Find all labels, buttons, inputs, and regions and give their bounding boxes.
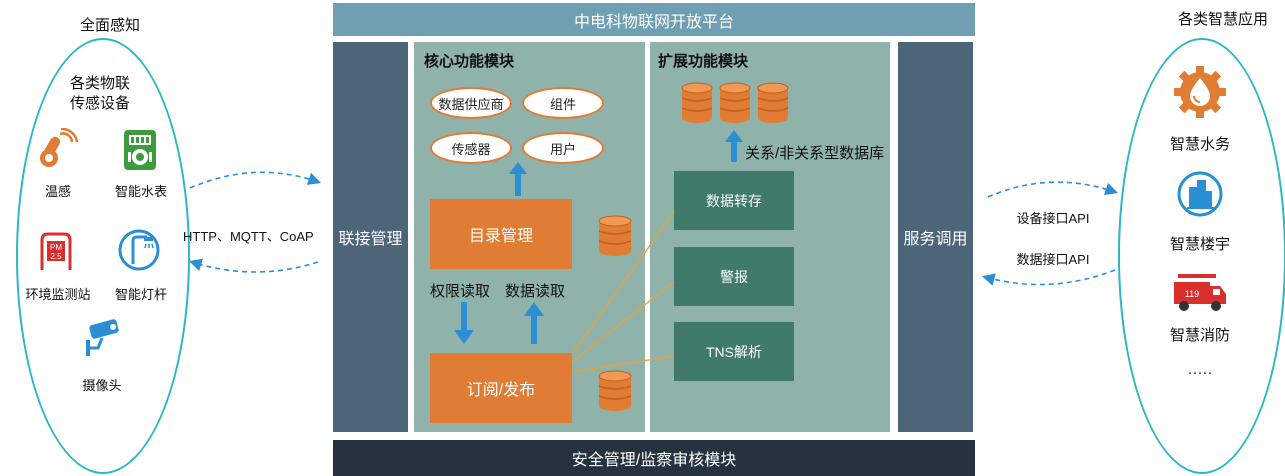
- device-label-temp: 温感: [44, 184, 71, 199]
- truck-number: 119: [1185, 289, 1199, 299]
- camera-icon: [86, 319, 119, 356]
- subscribe-publish-box: 订阅/发布: [430, 353, 572, 423]
- oval-data-supplier: 数据供应商: [430, 87, 512, 119]
- water-meter-icon: [124, 130, 156, 170]
- alarm-box: 警报: [674, 247, 794, 306]
- left-device-ellipse: [16, 38, 190, 474]
- right-heading: 各类智慧应用: [1177, 11, 1268, 28]
- street-light-icon: [118, 229, 160, 271]
- pm-badge-line2: 2.5: [50, 252, 62, 261]
- data-read-label: 数据读取: [505, 283, 566, 300]
- device-label-street-light: 智能灯杆: [114, 287, 167, 302]
- left-heading: 全面感知: [79, 17, 140, 34]
- database-icon: [598, 370, 632, 411]
- permission-read-label: 权限读取: [430, 283, 491, 300]
- device-label-env-station: 环境监测站: [25, 287, 91, 302]
- building-icon: [1177, 171, 1223, 217]
- left-group-title-2: 传感设备: [69, 95, 130, 112]
- service-call-column: 服务调用: [898, 42, 973, 432]
- app-label-fire: 智慧消防: [1169, 327, 1230, 344]
- oval-component: 组件: [522, 87, 604, 119]
- link-management-column: 联接管理: [333, 42, 408, 432]
- oval-user: 用户: [522, 132, 604, 164]
- database-icon: [598, 215, 632, 256]
- air-monitor-icon: PM 2.5: [40, 232, 72, 270]
- protocol-label: HTTP、MQTT、CoAP: [183, 229, 314, 244]
- extension-module-title: 扩展功能模块: [658, 53, 749, 70]
- down-arrow-icon: [454, 302, 474, 344]
- app-label-building: 智慧楼宇: [1169, 236, 1230, 253]
- core-module-title: 核心功能模块: [424, 53, 515, 70]
- thermometer-icon: [40, 128, 78, 167]
- right-dashed-arrow-to-apps: [987, 181, 1119, 198]
- water-service-icon: [1174, 66, 1226, 118]
- up-arrow-icon: [509, 162, 527, 196]
- more-apps-ellipsis: ·····: [1187, 364, 1213, 381]
- platform-title-bar: 中电科物联网开放平台: [333, 3, 975, 36]
- relational-db-label: 关系/非关系型数据库: [745, 145, 885, 162]
- pm-badge-line1: PM: [50, 243, 62, 252]
- device-label-camera: 摄像头: [82, 378, 122, 393]
- up-arrow-icon: [524, 302, 544, 344]
- tns-parse-box: TNS解析: [674, 322, 794, 381]
- fire-truck-icon: 119: [1174, 274, 1226, 311]
- up-arrow-icon: [725, 130, 743, 162]
- device-label-water-meter: 智能水表: [114, 184, 167, 199]
- right-dashed-arrow-to-platform: [981, 269, 1116, 286]
- data-api-label: 数据接口API: [1016, 252, 1090, 267]
- database-group-icon: [681, 82, 789, 123]
- security-audit-bar: 安全管理/监察审核模块: [333, 440, 975, 476]
- data-dump-box: 数据转存: [674, 171, 794, 230]
- oval-sensor: 传感器: [430, 132, 512, 164]
- app-label-water: 智慧水务: [1169, 136, 1230, 153]
- left-dashed-arrow-to-platform: [189, 171, 322, 189]
- left-dashed-arrow-to-devices: [188, 258, 319, 273]
- device-api-label: 设备接口API: [1016, 211, 1090, 226]
- catalog-management-box: 目录管理: [430, 199, 572, 269]
- left-group-title-1: 各类物联: [69, 75, 130, 92]
